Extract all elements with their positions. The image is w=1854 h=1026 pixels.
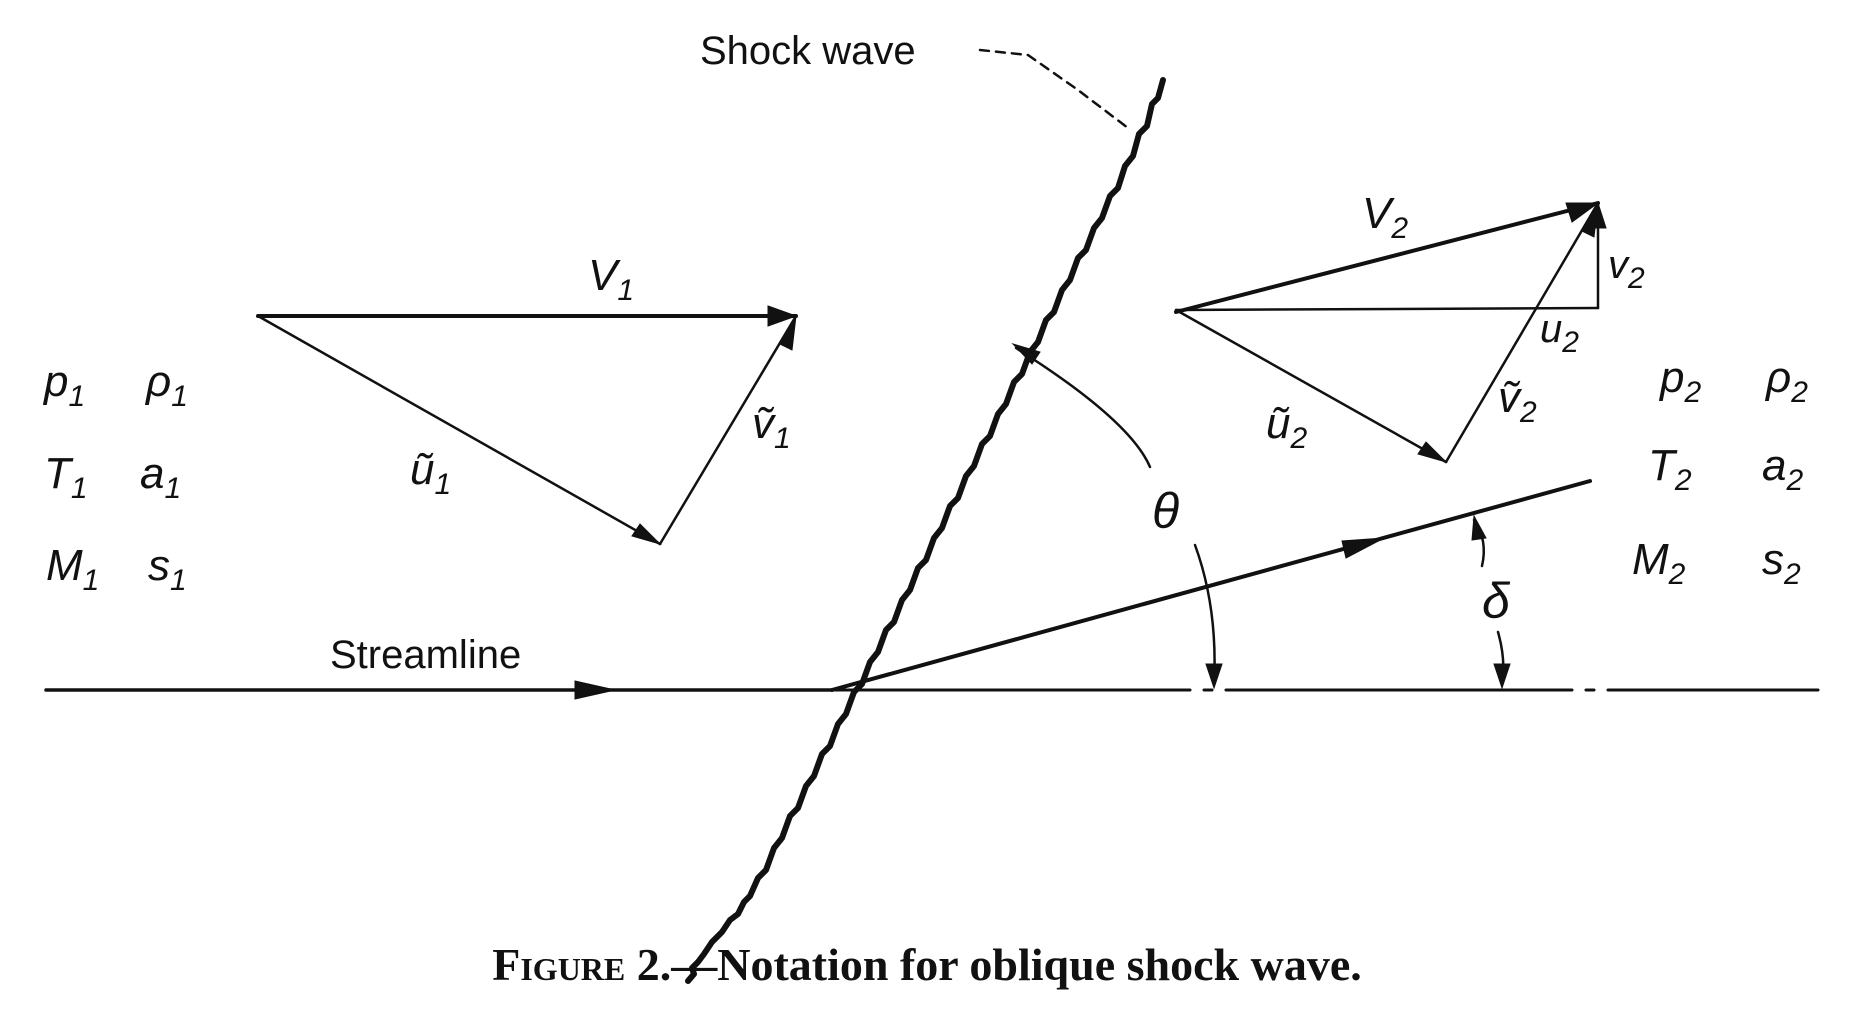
rho1-label: ρ1 — [144, 357, 188, 413]
s2-label: s2 — [1762, 535, 1801, 591]
theta-arc-upper — [1014, 346, 1152, 469]
u1-tilde-arrowhead — [631, 523, 662, 546]
delta-label: δ — [1482, 573, 1511, 629]
u2-tilde-arrowhead — [1417, 441, 1448, 464]
downstream-properties: p2 ρ2 T2 a2 M2 s2 — [1632, 353, 1808, 591]
shock-wave-leader — [978, 48, 1130, 130]
u2-label: u2 — [1540, 307, 1579, 359]
v2-tilde-vector — [1444, 201, 1600, 464]
T2-label: T2 — [1648, 441, 1692, 497]
theta-arrowhead-lower — [1205, 663, 1223, 690]
deflected-arrowhead — [1341, 537, 1385, 559]
s1-label: s1 — [148, 541, 187, 597]
p2-label: p2 — [1658, 353, 1701, 409]
a2-label: a2 — [1762, 441, 1803, 497]
v1-tilde-arrowhead — [779, 315, 797, 351]
V1-label: V1 — [588, 251, 634, 307]
a1-label: a1 — [140, 449, 181, 505]
u2-vector — [1174, 306, 1600, 312]
u2-tilde-vector — [1174, 308, 1448, 464]
streamline-arrowhead — [574, 680, 616, 700]
shock-wave-line — [685, 77, 1166, 984]
streamline-label: Streamline — [330, 633, 521, 677]
caption-prefix: Figure 2. — [492, 939, 671, 990]
u2-tilde-label: ũ2 — [1266, 399, 1307, 455]
figure-caption: Figure 2.—Notation for oblique shock wav… — [492, 939, 1362, 990]
V2-arrowhead — [1565, 202, 1600, 223]
V2-label: V2 — [1362, 189, 1408, 245]
upstream-properties: p1 ρ1 T1 a1 M1 s1 — [42, 357, 188, 597]
M1-label: M1 — [46, 541, 99, 597]
T1-label: T1 — [44, 449, 88, 505]
v2-tilde-label: ṽ2 — [1498, 373, 1537, 429]
theta-arc-lower — [1193, 543, 1216, 686]
streamline-deflected — [830, 479, 1592, 692]
V2-vector — [1174, 201, 1600, 314]
delta-arrowhead-lower — [1493, 663, 1511, 690]
theta-label: θ — [1152, 483, 1179, 539]
theta-arrowhead-upper — [1011, 342, 1041, 365]
shock-wave-label: Shock wave — [700, 29, 916, 73]
u1-tilde-vector — [256, 314, 662, 546]
u1-tilde-label: ũ1 — [410, 445, 451, 501]
v2-label: v2 — [1608, 243, 1645, 295]
rho2-label: ρ2 — [1764, 353, 1808, 409]
V1-arrowhead — [767, 305, 798, 327]
v1-tilde-vector — [658, 314, 798, 546]
p1-label: p1 — [42, 357, 85, 413]
M2-label: M2 — [1632, 535, 1686, 591]
v1-tilde-label: ṽ1 — [752, 399, 791, 455]
v2-tilde-arrowhead — [1581, 202, 1599, 238]
delta-arrowhead-upper — [1471, 514, 1487, 541]
